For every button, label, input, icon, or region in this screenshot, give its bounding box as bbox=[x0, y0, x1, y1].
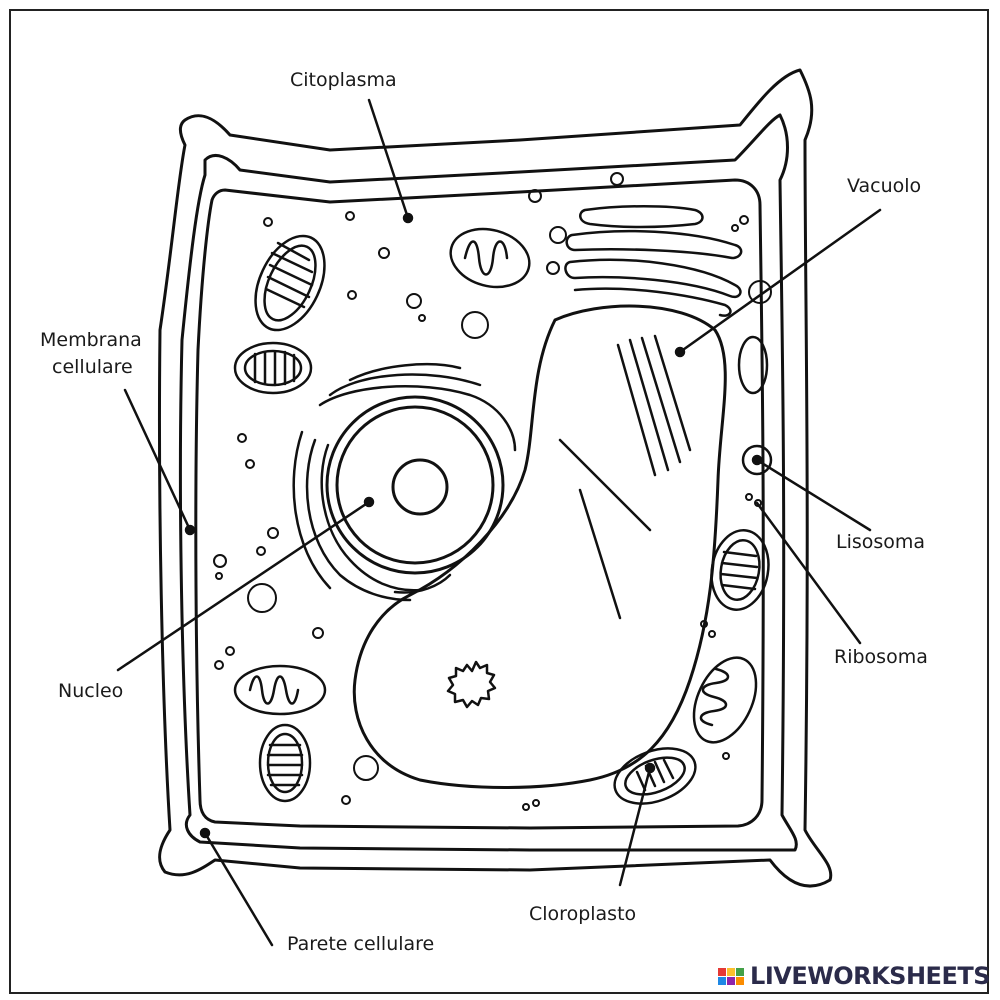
cell-wall-inner bbox=[178, 113, 798, 852]
diagram-frame bbox=[9, 9, 989, 994]
label-vacuolo: Vacuolo bbox=[847, 175, 922, 197]
vacuole bbox=[352, 304, 727, 789]
leader-lines bbox=[116, 98, 882, 947]
label-lisosoma: Lisosoma bbox=[836, 531, 926, 553]
nucleus bbox=[292, 363, 517, 602]
label-parete-cellulare: Parete cellulare bbox=[287, 933, 435, 955]
logo-blocks bbox=[718, 967, 745, 985]
logo-block bbox=[736, 967, 745, 976]
label-nucleo: Nucleo bbox=[58, 680, 124, 702]
logo-block bbox=[727, 967, 736, 976]
logo-block bbox=[718, 967, 727, 976]
label-membrana-line2: cellulare bbox=[52, 356, 133, 378]
logo-block bbox=[718, 976, 727, 985]
label-cloroplasto: Cloroplasto bbox=[529, 903, 637, 925]
spiky-body bbox=[446, 660, 497, 709]
cell-wall-outer bbox=[157, 68, 833, 888]
logo-text: LIVEWORKSHEETS bbox=[750, 962, 990, 990]
ribosomes-vesicles bbox=[213, 172, 772, 811]
cell-membrane bbox=[194, 178, 765, 830]
liveworksheets-logo: LIVEWORKSHEETS bbox=[718, 962, 990, 990]
golgi bbox=[564, 205, 743, 317]
logo-block bbox=[727, 976, 736, 985]
label-ribosoma: Ribosoma bbox=[834, 646, 928, 668]
vacuole-crystals bbox=[558, 334, 692, 620]
logo-block bbox=[736, 976, 745, 985]
label-membrana-line1: Membrana bbox=[40, 329, 142, 351]
organelles bbox=[233, 227, 773, 805]
label-citoplasma: Citoplasma bbox=[290, 69, 397, 91]
